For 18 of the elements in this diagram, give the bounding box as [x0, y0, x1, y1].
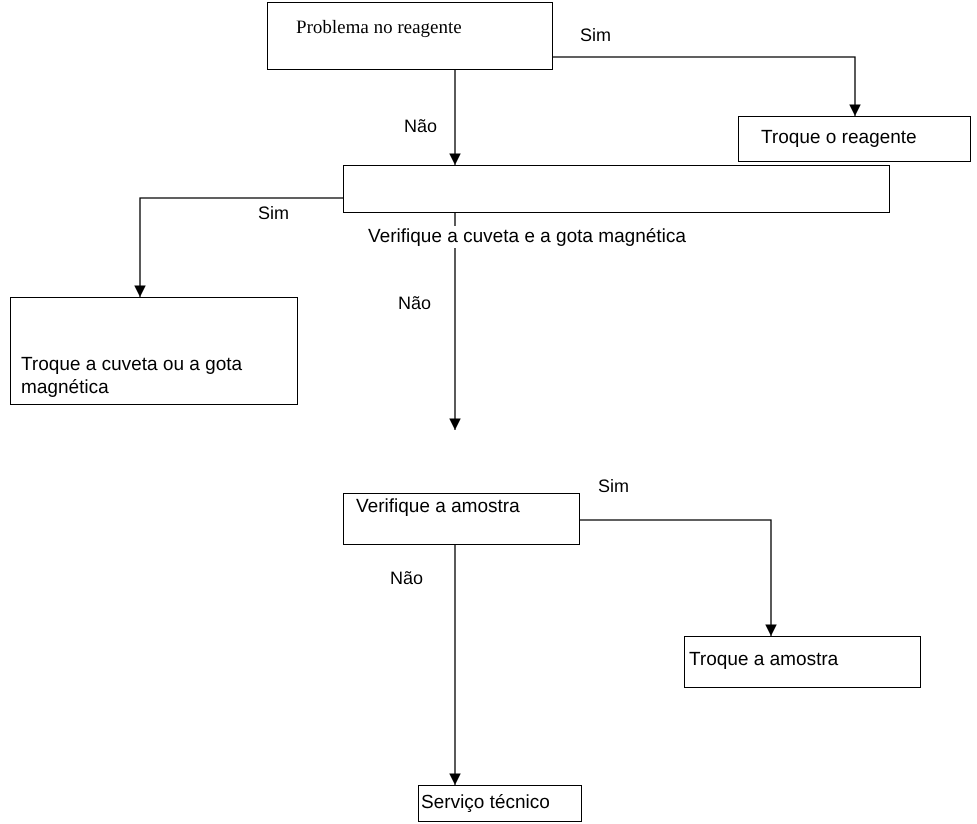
- process-box: [738, 116, 971, 162]
- process-box: [684, 636, 921, 688]
- node-label: Serviço técnico: [421, 792, 550, 814]
- arrow: [449, 545, 461, 785]
- node-label: Verifique a amostra: [356, 496, 520, 518]
- process-box: [267, 2, 553, 70]
- arrow: [134, 197, 343, 297]
- process-box: [343, 493, 580, 545]
- process-box: [10, 297, 298, 405]
- node-label: Verifique a cuveta e a gota magnética: [368, 226, 686, 248]
- process-box: [418, 785, 582, 822]
- node-label: Problema no reagente: [296, 17, 462, 39]
- node-label: Troque o reagente: [761, 127, 917, 149]
- arrow: [449, 70, 461, 165]
- arrow: [580, 519, 777, 636]
- arrow: [449, 213, 461, 430]
- node-label: Troque a amostra: [689, 649, 838, 671]
- arrow: [553, 56, 861, 116]
